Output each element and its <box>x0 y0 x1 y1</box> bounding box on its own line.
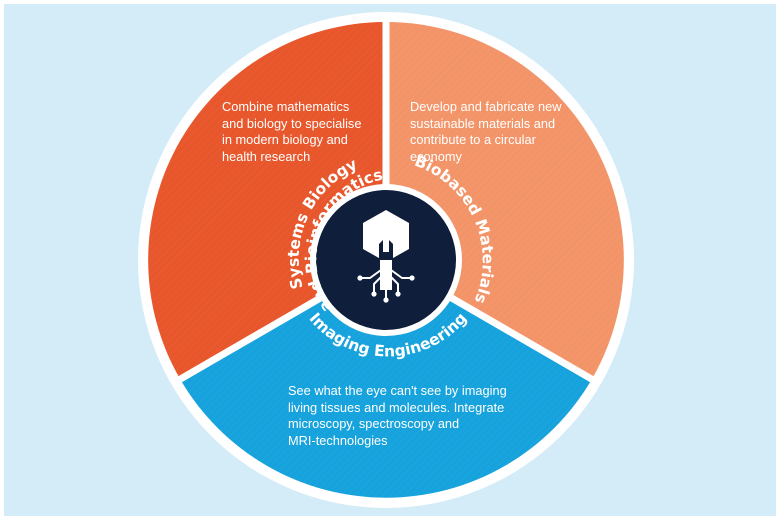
description-biobased-materials: Develop and fabricate new sustainable ma… <box>410 99 562 164</box>
tree-circuit-icon <box>357 210 415 303</box>
description-imaging-engineering: See what the eye can't see by imaging li… <box>288 383 507 448</box>
description-systems-biology: Combine mathematics and biology to speci… <box>222 99 362 164</box>
segment-diagram: Systems Biology and Bioinformatics Bioba… <box>4 4 776 516</box>
